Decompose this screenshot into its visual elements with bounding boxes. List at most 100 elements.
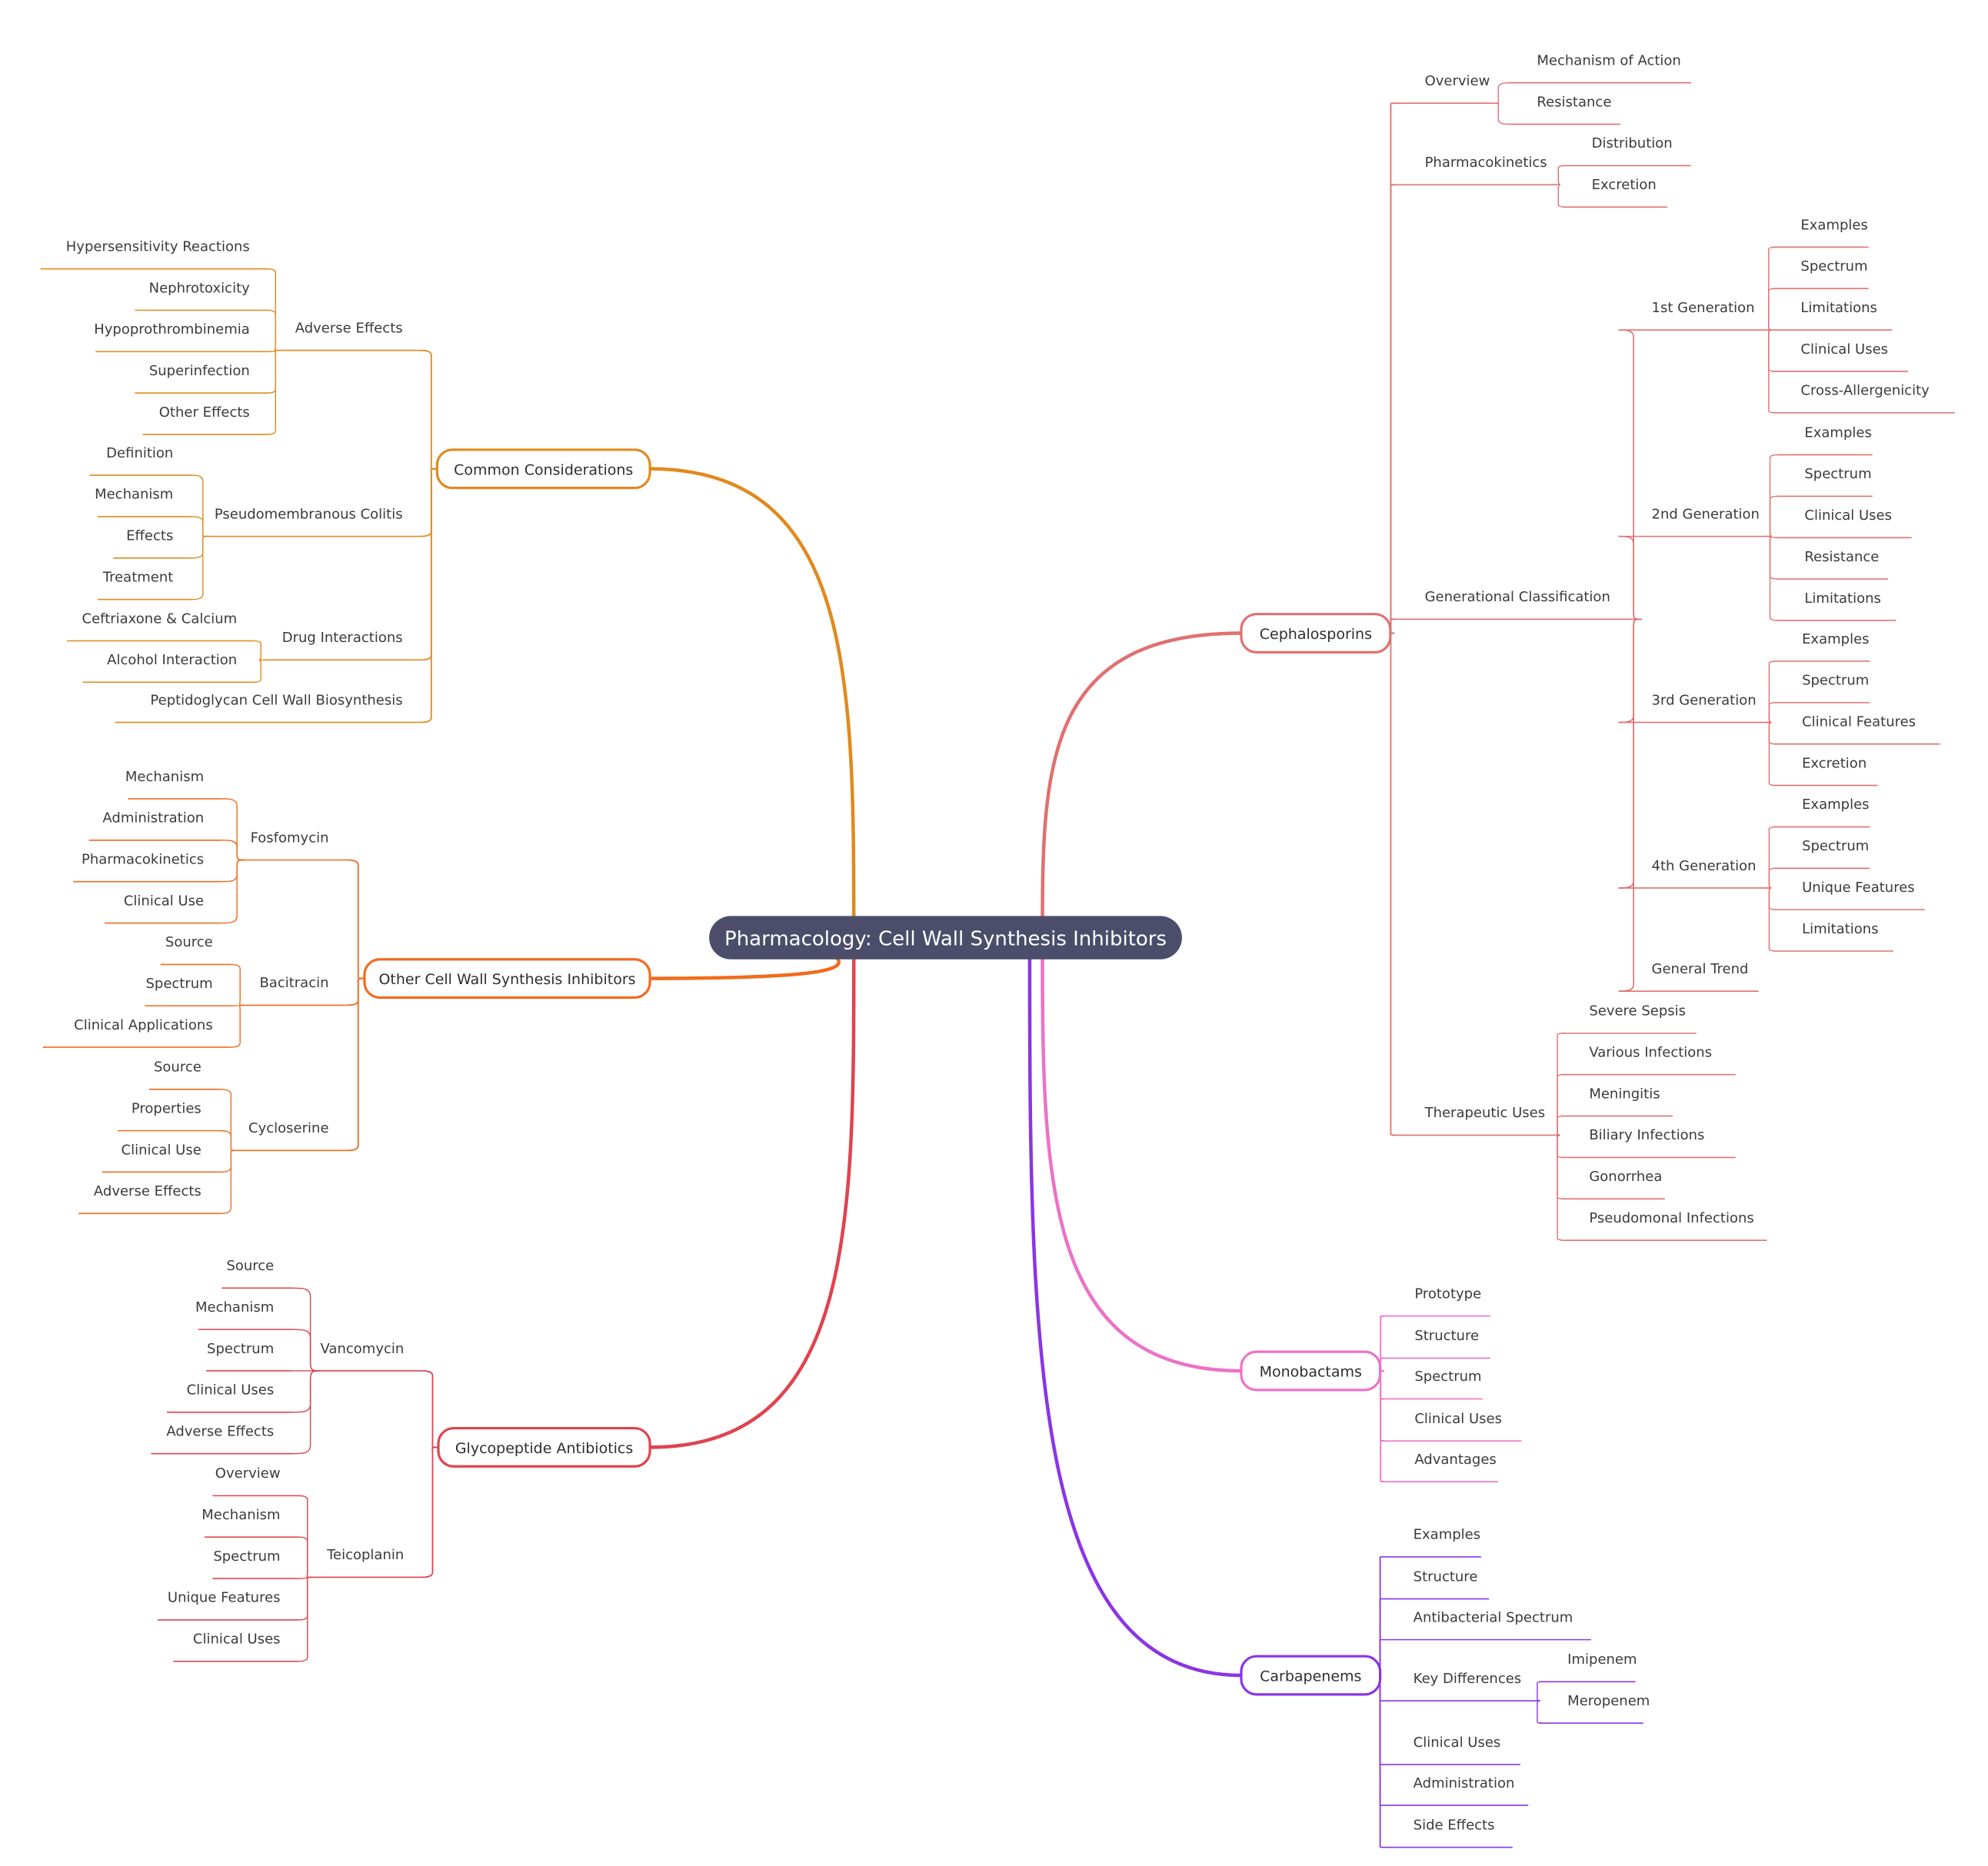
leaf-common-adverse-effects-superinfection[interactable]: Superinfection: [149, 363, 250, 379]
node-carba-clinical-uses[interactable]: Clinical Uses: [1414, 1735, 1501, 1751]
leaf-2nd-generation-examples[interactable]: Examples: [1804, 424, 1871, 441]
node-carba-administration[interactable]: Administration: [1414, 1775, 1515, 1791]
leaf-common-pseudomembranous-colitis-definition[interactable]: Definition: [106, 445, 173, 461]
leaf-1st-generation-examples[interactable]: Examples: [1800, 217, 1867, 233]
node-mono-structure[interactable]: Structure: [1414, 1328, 1479, 1344]
leaf-other-cycloserine-adverse-effects[interactable]: Adverse Effects: [94, 1183, 201, 1199]
branch-label-mono[interactable]: Monobactams: [1260, 1363, 1362, 1380]
leaf-glyco-vancomycin-source[interactable]: Source: [226, 1258, 274, 1274]
leaf-1st-generation-clinical-uses[interactable]: Clinical Uses: [1800, 341, 1888, 358]
branch-label-common[interactable]: Common Considerations: [454, 461, 633, 478]
node-ceph-therapeutic-uses[interactable]: Therapeutic Uses: [1424, 1105, 1546, 1121]
leaf-other-bacitracin-clinical-applications[interactable]: Clinical Applications: [74, 1017, 213, 1033]
leaf-other-fosfomycin-administration[interactable]: Administration: [102, 810, 204, 827]
leaf-common-adverse-effects-hypoprothrombinemia[interactable]: Hypoprothrombinemia: [94, 321, 250, 338]
node-mono-advantages[interactable]: Advantages: [1414, 1452, 1496, 1468]
branch-label-glyco[interactable]: Glycopeptide Antibiotics: [455, 1440, 633, 1457]
leaf-common-adverse-effects-nephrotoxicity[interactable]: Nephrotoxicity: [149, 280, 251, 296]
node-glyco-vancomycin[interactable]: Vancomycin: [321, 1341, 405, 1357]
leaf-common-drug-interactions-ceftriaxone-and-calcium[interactable]: Ceftriaxone & Calcium: [82, 610, 238, 627]
node-mono-clinical-uses[interactable]: Clinical Uses: [1414, 1411, 1502, 1427]
leaf-common-pseudomembranous-colitis-effects[interactable]: Effects: [126, 528, 173, 544]
node-gen-general-trend[interactable]: General Trend: [1652, 961, 1749, 977]
branch-node-ceph[interactable]: [1240, 613, 1392, 654]
leaf-ceph-therapeutic-uses-biliary-infections[interactable]: Biliary Infections: [1589, 1127, 1704, 1143]
leaf-glyco-teicoplanin-mechanism[interactable]: Mechanism: [201, 1507, 280, 1523]
leaf-other-bacitracin-spectrum[interactable]: Spectrum: [145, 976, 212, 992]
leaf-glyco-vancomycin-adverse-effects[interactable]: Adverse Effects: [166, 1423, 274, 1439]
node-carba-structure[interactable]: Structure: [1414, 1568, 1478, 1585]
node-mono-prototype[interactable]: Prototype: [1414, 1286, 1481, 1302]
leaf-glyco-teicoplanin-overview[interactable]: Overview: [215, 1465, 281, 1482]
node-carba-side-effects[interactable]: Side Effects: [1414, 1818, 1495, 1834]
leaf-ceph-pharmacokinetics-distribution[interactable]: Distribution: [1592, 135, 1673, 151]
node-carba-key-differences[interactable]: Key Differences: [1414, 1671, 1522, 1687]
leaf-other-cycloserine-source[interactable]: Source: [154, 1059, 201, 1076]
leaf-ceph-therapeutic-uses-pseudomonal-infections[interactable]: Pseudomonal Infections: [1589, 1210, 1753, 1226]
leaf-common-adverse-effects-other-effects[interactable]: Other Effects: [159, 404, 250, 421]
node-other-bacitracin[interactable]: Bacitracin: [259, 975, 328, 991]
leaf-2nd-generation-resistance[interactable]: Resistance: [1804, 549, 1879, 565]
leaf-3rd-generation-spectrum[interactable]: Spectrum: [1802, 673, 1869, 689]
node-gen-4th-generation[interactable]: 4th Generation: [1652, 858, 1757, 874]
leaf-ceph-therapeutic-uses-meningitis[interactable]: Meningitis: [1589, 1086, 1660, 1102]
leaf-ceph-therapeutic-uses-gonorrhea[interactable]: Gonorrhea: [1589, 1169, 1662, 1185]
node-mono-spectrum[interactable]: Spectrum: [1414, 1369, 1481, 1385]
leaf-glyco-vancomycin-spectrum[interactable]: Spectrum: [207, 1341, 274, 1357]
node-common-drug-interactions[interactable]: Drug Interactions: [282, 630, 403, 646]
node-carba-examples[interactable]: Examples: [1414, 1527, 1480, 1543]
leaf-4th-generation-spectrum[interactable]: Spectrum: [1802, 838, 1869, 854]
leaf-2nd-generation-clinical-uses[interactable]: Clinical Uses: [1804, 507, 1892, 524]
leaf-other-cycloserine-clinical-use[interactable]: Clinical Use: [122, 1142, 201, 1158]
node-carba-antibacterial-spectrum[interactable]: Antibacterial Spectrum: [1414, 1609, 1573, 1625]
leaf-1st-generation-limitations[interactable]: Limitations: [1800, 300, 1877, 316]
leaf-other-fosfomycin-clinical-use[interactable]: Clinical Use: [124, 893, 204, 909]
leaf-glyco-vancomycin-clinical-uses[interactable]: Clinical Uses: [187, 1382, 275, 1399]
leaf-1st-generation-spectrum[interactable]: Spectrum: [1800, 258, 1867, 274]
node-common-peptidoglycan-cell-wall-biosynthesis[interactable]: Peptidoglycan Cell Wall Biosynthesis: [150, 692, 402, 708]
leaf-common-adverse-effects-hypersensitivity-reactions[interactable]: Hypersensitivity Reactions: [66, 238, 250, 254]
root-label[interactable]: Pharmacology: Cell Wall Synthesis Inhibi…: [724, 928, 1167, 951]
root-node[interactable]: [709, 916, 1182, 960]
leaf-ceph-therapeutic-uses-various-infections[interactable]: Various Infections: [1589, 1045, 1712, 1061]
branch-node-glyco[interactable]: [437, 1426, 651, 1468]
node-common-adverse-effects[interactable]: Adverse Effects: [295, 320, 403, 336]
node-ceph-overview[interactable]: Overview: [1425, 73, 1490, 89]
leaf-other-cycloserine-properties[interactable]: Properties: [132, 1100, 201, 1116]
node-glyco-teicoplanin[interactable]: Teicoplanin: [326, 1547, 404, 1563]
node-ceph-generational-classification[interactable]: Generational Classification: [1425, 589, 1610, 605]
leaf-common-pseudomembranous-colitis-treatment[interactable]: Treatment: [102, 569, 174, 585]
leaf-4th-generation-limitations[interactable]: Limitations: [1802, 921, 1879, 937]
node-other-fosfomycin[interactable]: Fosfomycin: [251, 830, 329, 846]
branch-label-carba[interactable]: Carbapenems: [1260, 1668, 1361, 1685]
node-ceph-pharmacokinetics[interactable]: Pharmacokinetics: [1425, 155, 1547, 171]
leaf-glyco-vancomycin-mechanism[interactable]: Mechanism: [195, 1299, 274, 1316]
leaf-ceph-overview-mechanism-of-action[interactable]: Mechanism of Action: [1537, 53, 1680, 69]
branch-node-mono[interactable]: [1240, 1350, 1382, 1392]
leaf-glyco-teicoplanin-unique-features[interactable]: Unique Features: [168, 1590, 281, 1606]
leaf-3rd-generation-clinical-features[interactable]: Clinical Features: [1802, 714, 1916, 730]
node-gen-2nd-generation[interactable]: 2nd Generation: [1652, 506, 1760, 522]
leaf-4th-generation-examples[interactable]: Examples: [1802, 797, 1869, 813]
leaf-ceph-overview-resistance[interactable]: Resistance: [1537, 94, 1611, 110]
branch-node-common[interactable]: [435, 448, 651, 490]
leaf-other-fosfomycin-pharmacokinetics[interactable]: Pharmacokinetics: [82, 851, 204, 867]
leaf-ceph-therapeutic-uses-severe-sepsis[interactable]: Severe Sepsis: [1589, 1003, 1686, 1019]
node-common-pseudomembranous-colitis[interactable]: Pseudomembranous Colitis: [215, 506, 403, 522]
leaf-3rd-generation-excretion[interactable]: Excretion: [1802, 755, 1866, 771]
leaf-common-drug-interactions-alcohol-interaction[interactable]: Alcohol Interaction: [107, 652, 237, 668]
leaf-carba-key-differences-imipenem[interactable]: Imipenem: [1567, 1651, 1637, 1668]
node-gen-1st-generation[interactable]: 1st Generation: [1652, 300, 1755, 316]
leaf-2nd-generation-limitations[interactable]: Limitations: [1804, 590, 1881, 607]
leaf-2nd-generation-spectrum[interactable]: Spectrum: [1804, 466, 1871, 482]
leaf-carba-key-differences-meropenem[interactable]: Meropenem: [1567, 1693, 1650, 1709]
leaf-1st-generation-cross-allergenicity[interactable]: Cross-Allergenicity: [1800, 383, 1930, 399]
leaf-glyco-teicoplanin-clinical-uses[interactable]: Clinical Uses: [193, 1632, 281, 1648]
leaf-common-pseudomembranous-colitis-mechanism[interactable]: Mechanism: [95, 487, 173, 503]
leaf-ceph-pharmacokinetics-excretion[interactable]: Excretion: [1592, 177, 1657, 193]
leaf-other-fosfomycin-mechanism[interactable]: Mechanism: [125, 769, 204, 785]
leaf-glyco-teicoplanin-spectrum[interactable]: Spectrum: [213, 1548, 280, 1565]
node-gen-3rd-generation[interactable]: 3rd Generation: [1652, 692, 1757, 708]
leaf-other-bacitracin-source[interactable]: Source: [165, 934, 213, 950]
branch-node-other[interactable]: [363, 958, 651, 1000]
